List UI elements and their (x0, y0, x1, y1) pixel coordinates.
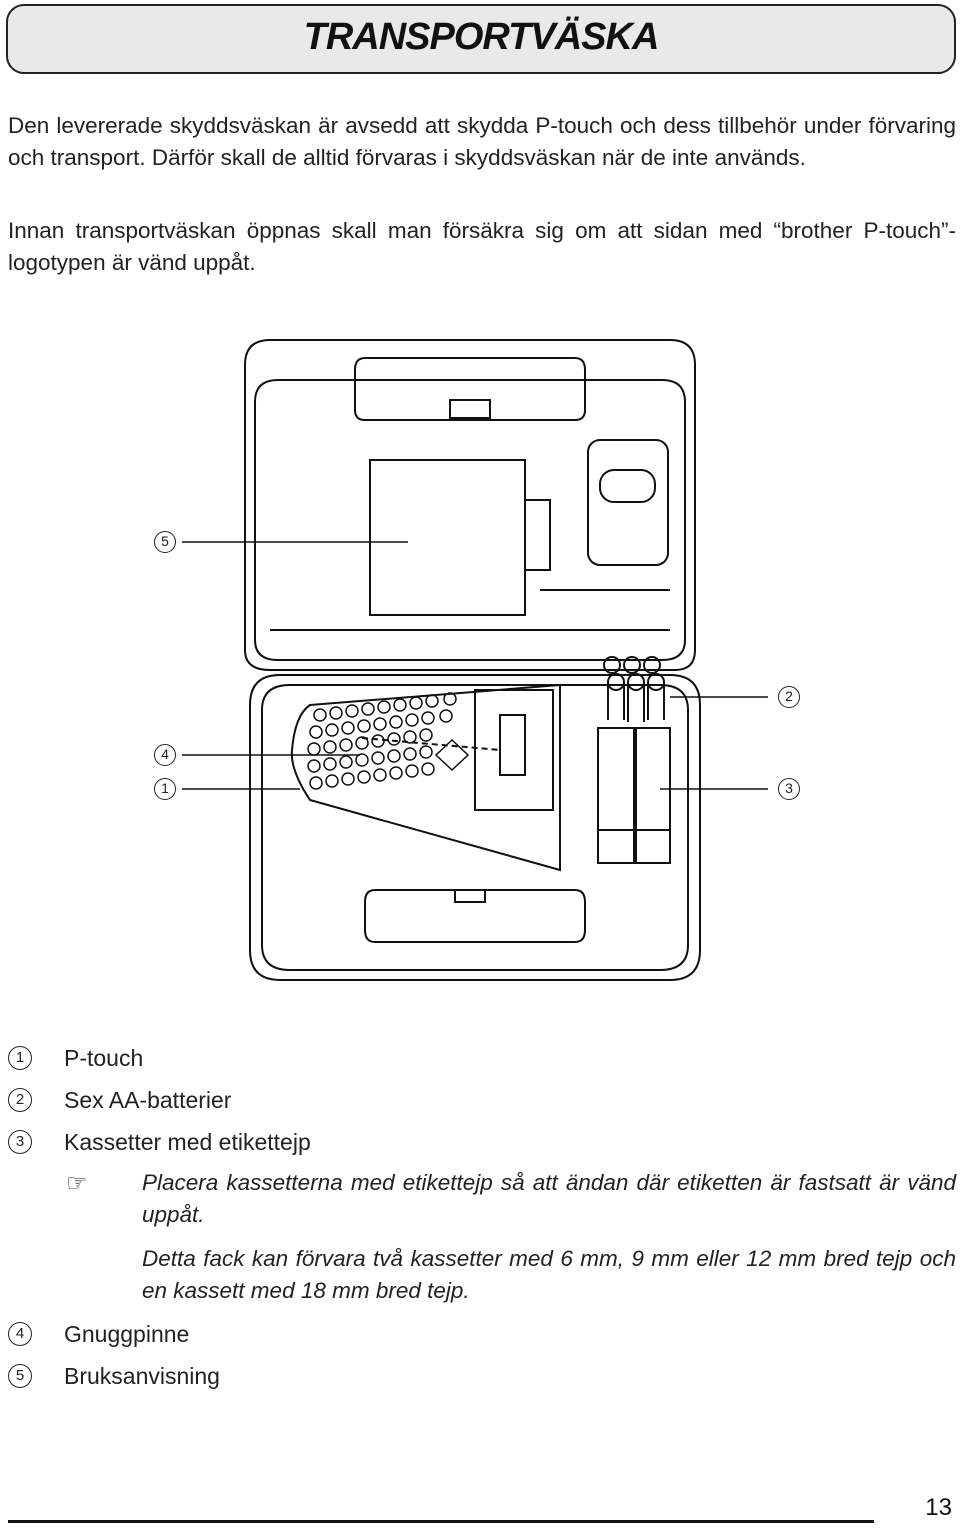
case-base-inner (261, 684, 689, 971)
callout-1: 1 (154, 778, 176, 800)
title-banner: TRANSPORTVÄSKA (6, 4, 956, 74)
ptouch-display-area (474, 689, 554, 811)
note-cassette-orientation: Placera kassetterna med etikettejp så at… (142, 1170, 956, 1227)
instruction-paragraph: Innan transportväskan öppnas skall man f… (8, 218, 956, 275)
callout-3: 3 (778, 778, 800, 800)
item-number: 4 (8, 1322, 32, 1346)
case-lid-inner (254, 379, 686, 661)
item-label: Gnuggpinne (64, 1321, 190, 1347)
case-drawing (182, 339, 768, 981)
pointing-hand-icon: ☞ (66, 1170, 88, 1197)
note-compartment-capacity: Detta fack kan förvara två kassetter med… (142, 1246, 956, 1303)
callout-5: 5 (154, 531, 176, 553)
item-number: 2 (8, 1088, 32, 1112)
ptouch-screen (499, 714, 526, 776)
item-label: Sex AA-batterier (64, 1087, 232, 1113)
bottom-latch (454, 889, 486, 903)
case-lid-outline (244, 339, 696, 671)
manual-tab (525, 499, 551, 571)
bottom-handle-recess (364, 889, 586, 943)
intro-paragraph: Den levererade skyddsväskan är avsedd at… (8, 113, 956, 170)
callout-2: 2 (778, 686, 800, 708)
item-number: 3 (8, 1130, 32, 1154)
top-handle-recess (354, 357, 586, 421)
item-number: 1 (8, 1046, 32, 1070)
latch (449, 399, 491, 419)
page-number: 13 (925, 1494, 952, 1521)
small-compartment (587, 439, 669, 566)
cassette-1 (597, 727, 635, 864)
batteries (603, 656, 665, 722)
item-label: P-touch (64, 1045, 144, 1071)
carrying-case-illustration: 5 4 1 2 3 (140, 330, 820, 1000)
manual-booklet (369, 459, 526, 616)
compartment-knob (599, 469, 656, 503)
callout-4: 4 (154, 744, 176, 766)
cassette-2 (635, 727, 671, 864)
item-label: Bruksanvisning (64, 1363, 220, 1389)
item-label: Kassetter med etikettejp (64, 1129, 311, 1155)
footer-rule (8, 1520, 874, 1523)
item-number: 5 (8, 1364, 32, 1388)
ptouch-body (290, 683, 561, 872)
stylus-dashed (361, 737, 501, 751)
page-title: TRANSPORTVÄSKA (303, 16, 660, 58)
ptouch-keys (307, 692, 470, 790)
case-base-outline (249, 674, 701, 981)
